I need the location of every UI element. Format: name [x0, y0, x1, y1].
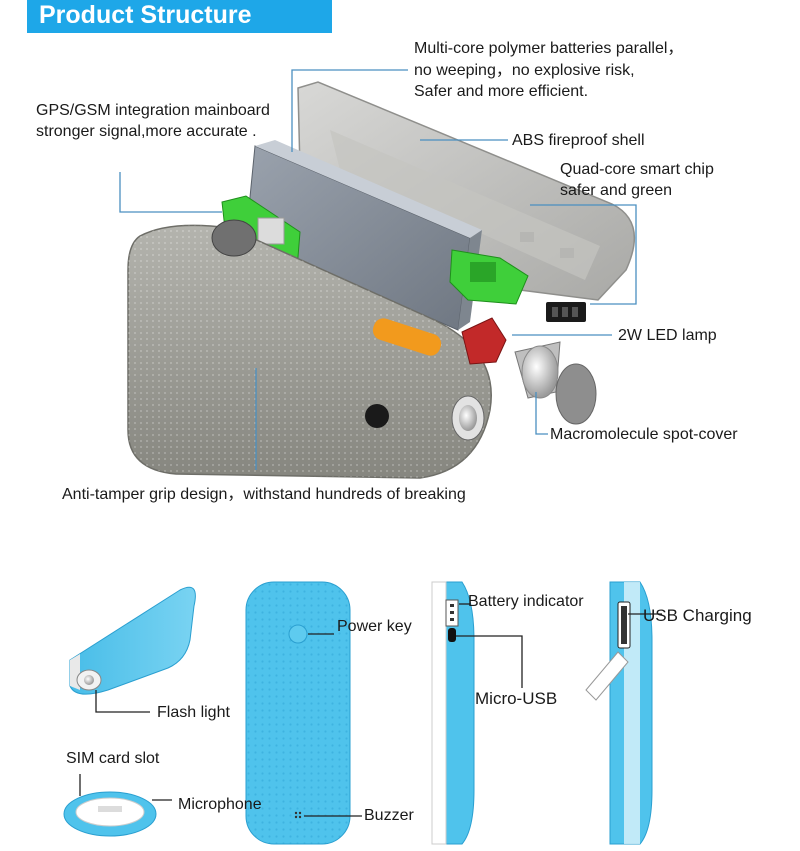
chip-label-2: safer and green: [560, 182, 673, 199]
spot-cover: [555, 363, 597, 425]
shell-label: ABS fireproof shell: [512, 132, 645, 149]
section-banner: Product Structure: [27, 0, 332, 33]
flash-label: Flash light: [157, 704, 230, 721]
chip-label-1: Quad-core smart chip: [560, 161, 714, 178]
mainboard-label-2: stronger signal,more accurate .: [36, 123, 257, 140]
battery-indicator-label: Battery indicator: [468, 593, 584, 610]
banner-title: Product Structure: [39, 1, 252, 29]
battery-label-2: no weeping，no explosive risk,: [414, 62, 635, 79]
usb-charging-label: USB Charging: [643, 606, 752, 625]
device-angled: [69, 586, 196, 695]
battery-label-1: Multi-core polymer batteries parallel，: [414, 40, 684, 57]
led-label: 2W LED lamp: [618, 327, 717, 344]
mainboard-label-1: GPS/GSM integration mainboard: [36, 102, 270, 119]
orange-indicator: [372, 318, 442, 356]
buzzer-label: Buzzer: [364, 807, 414, 824]
sim-label: SIM card slot: [66, 750, 160, 767]
microphone-label: Microphone: [178, 796, 262, 813]
battery-label-3: Safer and more efficient.: [414, 83, 589, 100]
led-part: [461, 317, 507, 365]
cover-label: Macromolecule spot-cover: [550, 426, 738, 443]
micro-usb-label: Micro-USB: [475, 689, 558, 708]
grip-label: Anti-tamper grip design，withstand hundre…: [62, 486, 466, 503]
power-label: Power key: [337, 618, 412, 635]
power-key-button: [288, 624, 308, 644]
